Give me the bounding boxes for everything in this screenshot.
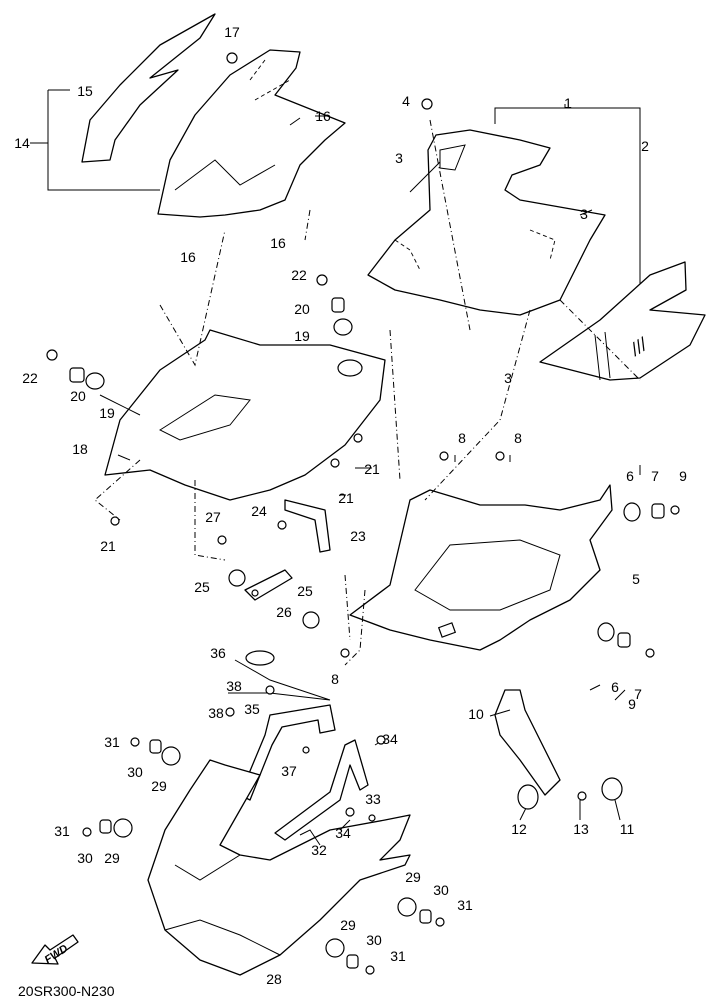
part-lower-cowl xyxy=(349,484,613,651)
callout: 5 xyxy=(632,571,640,587)
callout: 29 xyxy=(405,869,421,885)
callout: 31 xyxy=(54,823,70,839)
part-inner-panel xyxy=(104,329,386,501)
callout: 29 xyxy=(104,850,120,866)
callout: 21 xyxy=(364,461,380,477)
callout: 31 xyxy=(104,734,120,750)
callout: 3 xyxy=(504,370,512,386)
part-side-cover xyxy=(367,129,606,316)
callout: 27 xyxy=(205,509,221,525)
callout: 25 xyxy=(194,579,210,595)
callout: 6 xyxy=(626,468,634,484)
callout: 25 xyxy=(297,583,313,599)
callout: 29 xyxy=(151,778,167,794)
callout: 34 xyxy=(335,825,351,841)
callout: 2 xyxy=(641,138,649,154)
callout: 13 xyxy=(573,821,589,837)
callout: 3 xyxy=(395,150,403,166)
callout: 34 xyxy=(382,731,398,747)
callout: 37 xyxy=(281,763,297,779)
callout: 3 xyxy=(580,206,588,222)
callout: 30 xyxy=(433,882,449,898)
callout: 11 xyxy=(620,821,635,837)
callout: 31 xyxy=(457,897,473,913)
callout: 15 xyxy=(77,83,93,99)
callout: 33 xyxy=(365,791,381,807)
callout: 35 xyxy=(244,701,260,717)
callout: 36 xyxy=(210,645,226,661)
callout: 29 xyxy=(340,917,356,933)
callout: 30 xyxy=(127,764,143,780)
callout: 9 xyxy=(679,468,687,484)
callout: 19 xyxy=(294,328,310,344)
callout-labels: 17 15 14 16 16 16 1 2 4 3 3 3 22 20 19 2… xyxy=(14,24,687,987)
callout: 16 xyxy=(315,108,331,124)
callout: 18 xyxy=(72,441,88,457)
callout: 20 xyxy=(70,388,86,404)
callout: 31 xyxy=(390,948,406,964)
callout: 1 xyxy=(564,95,572,111)
callout: 21 xyxy=(338,490,354,506)
callout: 24 xyxy=(251,503,267,519)
drawing-code: 20SR300-N230 xyxy=(18,983,115,999)
callout: 16 xyxy=(180,249,196,265)
callout: 20 xyxy=(294,301,310,317)
part-upper-cowl xyxy=(157,49,346,218)
callout: 23 xyxy=(350,528,366,544)
callout: 38 xyxy=(226,678,242,694)
callout: 19 xyxy=(99,405,115,421)
callout: 9 xyxy=(628,696,636,712)
callout: 8 xyxy=(458,430,466,446)
callout: 28 xyxy=(266,971,282,987)
callout: 6 xyxy=(611,679,619,695)
callout: 10 xyxy=(468,706,484,722)
part-under-cowl xyxy=(147,759,411,976)
hardware xyxy=(46,52,680,975)
callout: 12 xyxy=(511,821,527,837)
callout: 21 xyxy=(100,538,116,554)
callout: 26 xyxy=(276,604,292,620)
callout: 8 xyxy=(331,671,339,687)
callout: 14 xyxy=(14,135,30,151)
callout: 22 xyxy=(22,370,38,386)
callout: 8 xyxy=(514,430,522,446)
part-decal xyxy=(539,261,706,381)
callout: 32 xyxy=(311,842,327,858)
forward-arrow-icon: FWD xyxy=(31,934,79,966)
callout: 4 xyxy=(402,93,410,109)
callout: 30 xyxy=(77,850,93,866)
callout: 7 xyxy=(634,686,642,702)
callout: 38 xyxy=(208,705,224,721)
callout: 30 xyxy=(366,932,382,948)
callout: 16 xyxy=(270,235,286,251)
part-windscreen xyxy=(81,13,216,163)
callout: 17 xyxy=(224,24,240,40)
callout: 22 xyxy=(291,267,307,283)
callout: 7 xyxy=(651,468,659,484)
